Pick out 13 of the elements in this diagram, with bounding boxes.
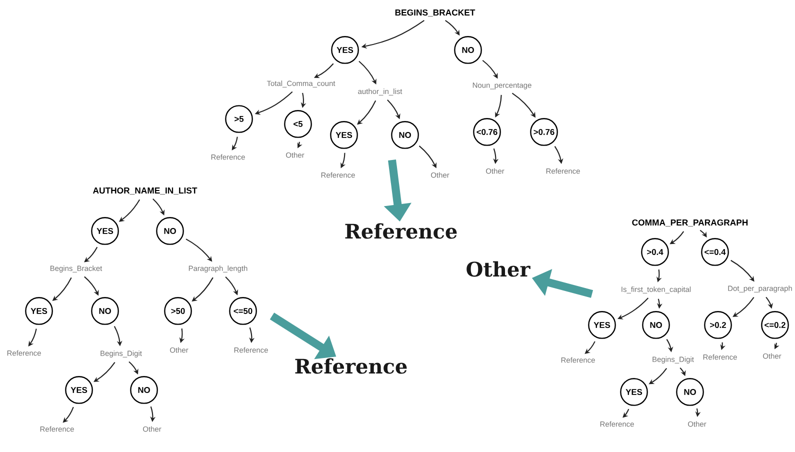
heading-text: BEGINS_BRACKET <box>395 9 476 17</box>
arrow <box>94 362 116 382</box>
arrow <box>84 246 98 262</box>
arrow <box>28 328 37 346</box>
result-label: Other <box>466 261 530 277</box>
result-label: Reference <box>345 223 457 239</box>
result-label: Reference <box>295 358 407 374</box>
arrow <box>584 341 596 354</box>
heading-text: COMMA_PER_PARAGRAPH <box>632 219 748 227</box>
arrow <box>232 136 238 150</box>
heading-text: AUTHOR_NAME_IN_LIST <box>92 187 198 195</box>
arrow <box>622 408 630 418</box>
arrow <box>732 297 754 317</box>
